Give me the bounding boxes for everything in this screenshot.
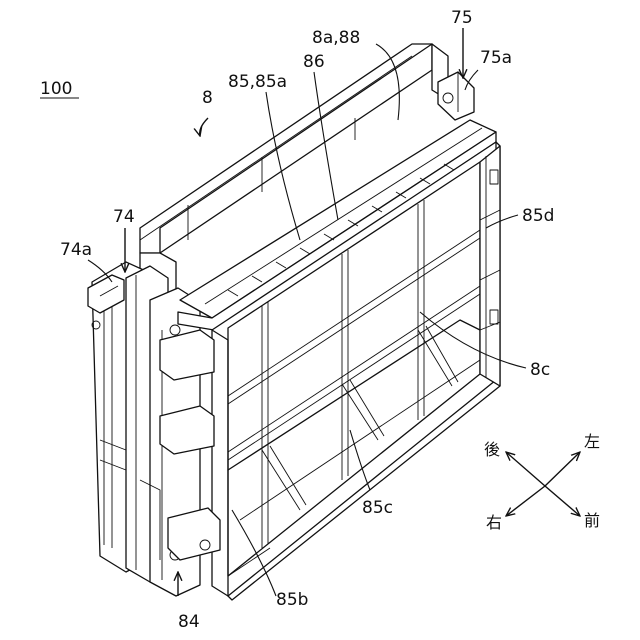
arrow-right bbox=[506, 486, 545, 516]
label-back: 後 bbox=[484, 440, 500, 459]
label-100: 100 bbox=[40, 79, 72, 99]
label-75a: 75a bbox=[480, 48, 512, 68]
arrow-back bbox=[506, 452, 545, 486]
label-84: 84 bbox=[178, 612, 200, 632]
label-85d: 85d bbox=[522, 206, 554, 226]
label-85b: 85b bbox=[276, 590, 308, 610]
direction-compass: 後 左 右 前 bbox=[484, 432, 600, 532]
label-85c: 85c bbox=[362, 498, 393, 518]
arrow-8 bbox=[200, 118, 208, 136]
label-8a-88: 8a,88 bbox=[312, 28, 360, 48]
left-brackets bbox=[160, 330, 220, 560]
label-right: 右 bbox=[486, 513, 502, 532]
label-front: 前 bbox=[584, 511, 600, 530]
label-left: 左 bbox=[584, 432, 600, 451]
label-74a: 74a bbox=[60, 240, 92, 260]
right-side-panel bbox=[480, 146, 500, 386]
label-75: 75 bbox=[451, 8, 473, 28]
label-74: 74 bbox=[113, 207, 135, 227]
label-86: 86 bbox=[303, 52, 325, 72]
label-85-85a: 85,85a bbox=[228, 72, 287, 92]
arrow-left bbox=[545, 452, 580, 486]
label-8c: 8c bbox=[530, 360, 550, 380]
device-drawing bbox=[88, 44, 500, 600]
bracket-75 bbox=[438, 72, 474, 120]
label-8: 8 bbox=[202, 88, 213, 108]
arrow-front bbox=[545, 486, 580, 516]
